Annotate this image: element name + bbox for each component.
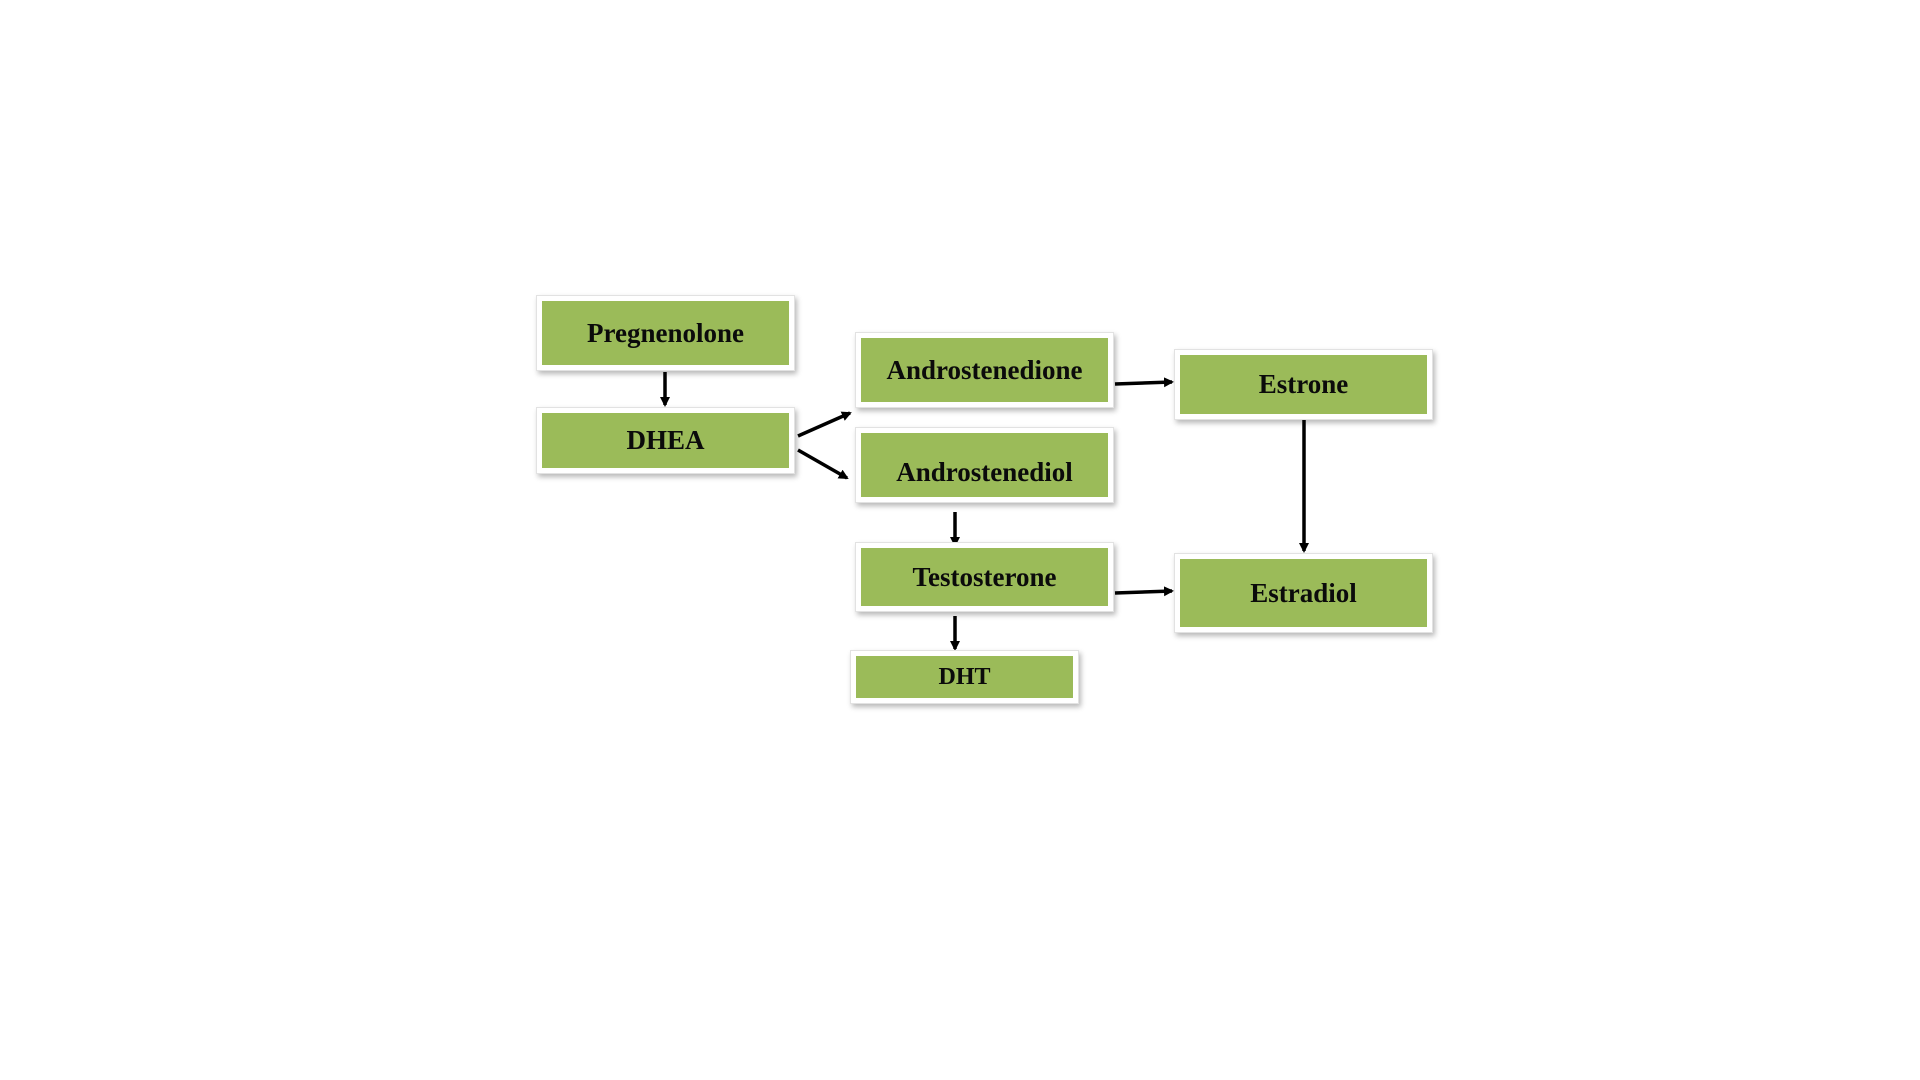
node-dhea: DHEA (536, 407, 795, 474)
arrow-testosterone-to-estradiol (1114, 586, 1174, 597)
node-estrone-label: Estrone (1180, 355, 1427, 414)
node-dht: DHT (850, 650, 1079, 704)
node-estradiol: Estradiol (1174, 553, 1433, 633)
node-androstenediol: Androstenediol (855, 427, 1114, 503)
node-dht-label: DHT (856, 656, 1073, 698)
node-pregnenolone-label: Pregnenolone (542, 301, 789, 365)
arrow-androstenedione-to-estrone (1114, 377, 1174, 388)
node-testosterone: Testosterone (855, 542, 1114, 612)
node-androstenedione: Androstenedione (855, 332, 1114, 408)
node-dhea-label: DHEA (542, 413, 789, 468)
node-testosterone-label: Testosterone (861, 548, 1108, 606)
node-androstenedione-label: Androstenedione (861, 338, 1108, 402)
node-estradiol-label: Estradiol (1180, 559, 1427, 627)
node-estrone: Estrone (1174, 349, 1433, 420)
node-androstenediol-label: Androstenediol (861, 433, 1108, 497)
arrow-dhea-to-androstenediol (797, 448, 849, 480)
node-pregnenolone: Pregnenolone (536, 295, 795, 371)
arrow-dhea-to-androstenedione (797, 411, 852, 438)
